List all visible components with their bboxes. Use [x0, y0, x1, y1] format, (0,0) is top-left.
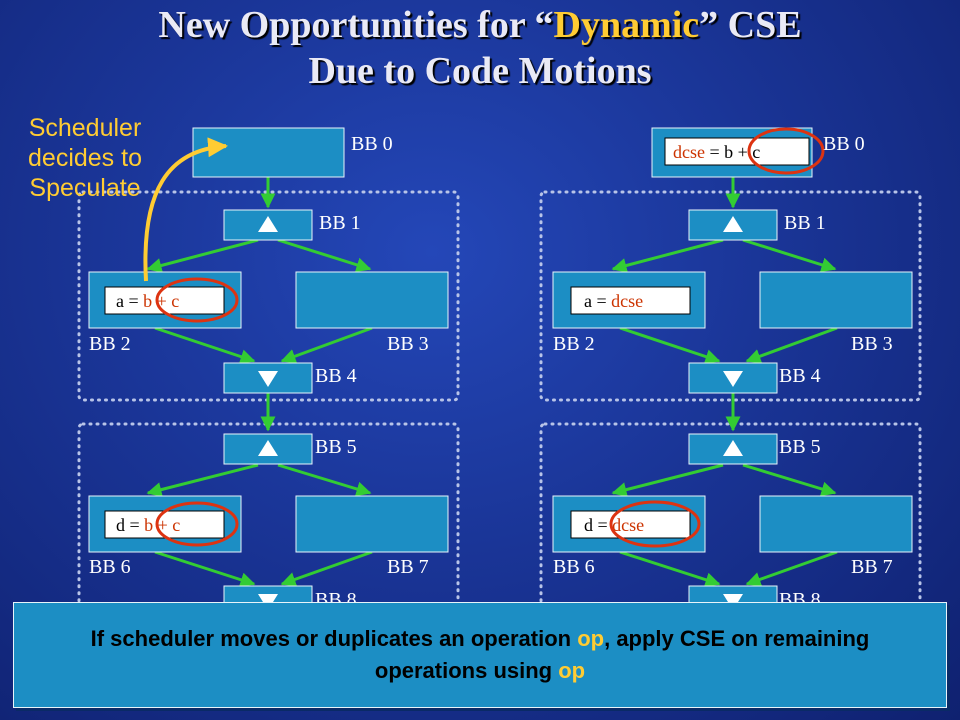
right-stmt-box-bb0 — [664, 137, 810, 166]
right-highlight-circle-bb0 — [747, 127, 825, 175]
callout-line3: Speculate — [29, 174, 140, 202]
left-label-bb4: BB 4 — [315, 365, 357, 387]
summary-part2: , apply CSE on remaining operations usin… — [374, 626, 870, 683]
slide-title: New Opportunities for “Dynamic” CSE Due … — [0, 2, 960, 94]
right-stmt-bb6: d = dcse — [584, 515, 644, 535]
right-edge-bb3-bb4 — [745, 326, 838, 364]
right-edge-bb7-bb8 — [745, 550, 838, 587]
left-edge-bb5-bb6 — [146, 463, 259, 497]
right-fork-triangle-bb5 — [723, 440, 743, 456]
right-label-bb5: BB 5 — [779, 436, 821, 458]
left-label-bb6: BB 6 — [89, 556, 131, 578]
right-label-bb2: BB 2 — [553, 333, 595, 355]
left-label-bb7: BB 7 — [387, 556, 429, 578]
left-join-triangle-bb4 — [258, 371, 278, 387]
right-label-bb6: BB 6 — [553, 556, 595, 578]
left-block-bb3 — [295, 271, 449, 329]
right-block-bb3 — [759, 271, 913, 329]
left-label-bb5: BB 5 — [315, 436, 357, 458]
callout-line1: Scheduler — [29, 114, 142, 142]
left-label-bb0: BB 0 — [351, 133, 393, 155]
right-edge-bb1-bb2 — [611, 238, 724, 273]
right-block-bb7 — [759, 495, 913, 553]
left-edge-bb7-bb8 — [280, 550, 373, 587]
summary-op1: op — [577, 626, 605, 651]
left-fork-triangle-bb5 — [258, 440, 278, 456]
summary-text: If scheduler moves or duplicates an oper… — [40, 623, 920, 687]
summary-banner: If scheduler moves or duplicates an oper… — [13, 602, 947, 708]
callout-line2: decides to — [28, 144, 142, 172]
left-highlight-circle-bb6 — [155, 501, 239, 547]
right-join-triangle-bb4 — [723, 371, 743, 387]
right-cfg: dcse = b + c a = dcse d = dcse BB 0 BB 1… — [539, 127, 922, 617]
right-edge-bb1-bb3 — [742, 238, 837, 273]
left-edge-bb1-bb3 — [277, 238, 372, 273]
speculate-arrow — [143, 137, 228, 282]
right-edge-bb5-bb7 — [742, 463, 837, 497]
right-stmt-bb0: dcse = b + c — [673, 142, 760, 162]
left-highlight-circle-bb2 — [155, 277, 239, 323]
title-highlight-dynamic: Dynamic — [553, 4, 700, 46]
title-line1-prefix: New Opportunities for “ — [158, 4, 554, 46]
right-stmt-box-bb6 — [570, 510, 691, 539]
right-stmt-bb2: a = dcse — [584, 291, 643, 311]
left-label-bb1: BB 1 — [319, 212, 361, 234]
title-line1-suffix: ” CSE — [699, 4, 802, 46]
title-line2: Due to Code Motions — [308, 50, 652, 92]
right-region-upper — [539, 190, 922, 402]
left-block-bb7 — [295, 495, 449, 553]
left-edge-bb3-bb4 — [280, 326, 373, 364]
left-fork-triangle-bb1 — [258, 216, 278, 232]
left-stmt-bb6: d = b + c — [116, 515, 180, 535]
right-fork-triangle-bb1 — [723, 216, 743, 232]
right-label-bb4: BB 4 — [779, 365, 821, 387]
right-label-bb0: BB 0 — [823, 133, 865, 155]
summary-part1: If scheduler moves or duplicates an oper… — [90, 626, 578, 651]
right-label-bb3: BB 3 — [851, 333, 893, 355]
left-label-bb2: BB 2 — [89, 333, 131, 355]
right-edge-bb2-bb4 — [619, 326, 721, 364]
right-edge-bb5-bb6 — [611, 463, 724, 497]
left-edge-bb6-bb8 — [154, 550, 256, 587]
left-edge-bb1-bb2 — [146, 238, 259, 273]
left-edge-bb5-bb7 — [277, 463, 372, 497]
right-label-bb7: BB 7 — [851, 556, 893, 578]
left-stmt-bb2: a = b + c — [116, 291, 179, 311]
left-cfg: a = b + c d = b + c BB 0 BB 1 BB 2 BB 3 … — [28, 114, 460, 617]
right-highlight-circle-bb6 — [609, 500, 701, 548]
right-edge-bb6-bb8 — [619, 550, 721, 587]
right-label-bb1: BB 1 — [784, 212, 826, 234]
right-stmt-box-bb2 — [570, 286, 691, 315]
left-label-bb3: BB 3 — [387, 333, 429, 355]
left-block-bb0 — [192, 127, 345, 178]
summary-op2: op — [558, 658, 586, 683]
left-edge-bb2-bb4 — [154, 326, 256, 364]
